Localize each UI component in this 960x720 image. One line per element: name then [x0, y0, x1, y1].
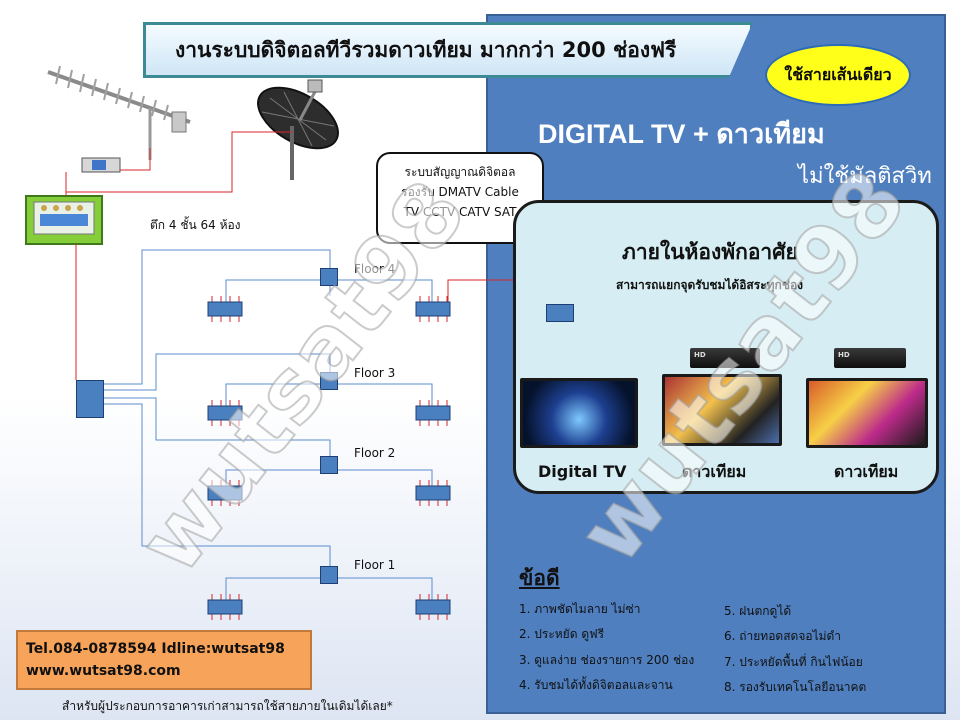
advantage-item: 8. รองรับเทคโนโลยีอนาคต [724, 680, 867, 694]
floor-label: Floor 3 [354, 366, 396, 380]
single-cable-badge: ใช้สายเส้นเดียว [765, 44, 911, 106]
subheadline: ไม่ใช้มัลติสวิท [798, 164, 932, 189]
floor4-tap [320, 268, 338, 286]
tv-caption: ดาวเทียม [834, 462, 899, 481]
advantages-heading: ข้อดี [519, 566, 560, 590]
title-banner [143, 22, 753, 78]
signal-line: TV CCTV CATV SAT [403, 205, 517, 219]
advantage-item: 4. รับชมได้ทั้งดิจิตอลและจาน [519, 678, 673, 692]
outlet-group [207, 296, 243, 322]
headline: DIGITAL TV + ดาวเทียม [538, 119, 825, 149]
room-title: ภายในห้องพักอาศัย [622, 240, 798, 264]
building-label: ตึก 4 ชั้น 64 ห้อง [150, 218, 241, 232]
yagi-antenna-icon [47, 65, 191, 160]
digital-tv-icon [520, 378, 638, 448]
floor3-tap [320, 372, 338, 390]
signal-line: ระบบสัญญาณดิจิตอล [404, 165, 516, 179]
satellite-dish-icon [257, 79, 339, 180]
floor2-tap [320, 456, 338, 474]
room-splitter [546, 304, 574, 322]
advantage-item: 3. ดูแลง่าย ช่องรายการ 200 ช่อง [519, 653, 695, 667]
outlet-group [207, 480, 243, 506]
floor1-tap [320, 566, 338, 584]
floor-label: Floor 1 [354, 558, 396, 572]
contact-box: Tel.084-0878594 Idline:wutsat98 www.wuts… [16, 630, 312, 690]
set-top-box-icon: HD [834, 348, 906, 368]
floor-label: Floor 2 [354, 446, 396, 460]
contact-website[interactable]: www.wutsat98.com [26, 663, 181, 679]
advantage-item: 1. ภาพชัดไมลาย ไม่ซ่า [519, 602, 641, 616]
room-subtitle: สามารถแยกจุดรับชมได้อิสระทุกช่อง [616, 278, 804, 292]
satellite-tv-icon [806, 378, 928, 448]
footnote: สำหรับผู้ประกอบการอาคารเก่าสามารถใช้สายภ… [62, 699, 393, 713]
page-title: งานระบบดิจิตอลทีวีรวมดาวเทียม มากกว่า 20… [175, 38, 677, 62]
room-outlets [207, 296, 451, 620]
outlet-group [207, 400, 243, 426]
headend-amplifier-icon [25, 195, 103, 245]
advantage-item: 2. ประหยัด ดูฟรี [519, 627, 605, 641]
outlet-group [415, 480, 451, 506]
signal-line: รองรับ DMATV Cable [401, 185, 519, 199]
outlet-group [415, 296, 451, 322]
outlet-group [415, 594, 451, 620]
floor-label: Floor 4 [354, 262, 396, 276]
contact-phone: Tel.084-0878594 Idline:wutsat98 [26, 641, 285, 657]
tv-caption: ดาวเทียม [682, 462, 747, 481]
advantage-item: 7. ประหยัดพื้นที่ กินไฟน้อย [724, 655, 863, 669]
main-splitter [76, 380, 104, 418]
outlet-group [415, 400, 451, 426]
advantage-item: 6. ถ่ายทอดสดจอไม่ดำ [724, 629, 842, 643]
advantage-item: 5. ฝนตกดูได้ [724, 604, 792, 618]
set-top-box-icon: HD [690, 348, 760, 368]
outlet-group [207, 594, 243, 620]
tv-caption: Digital TV [538, 462, 627, 481]
satellite-tv-icon [662, 374, 782, 446]
